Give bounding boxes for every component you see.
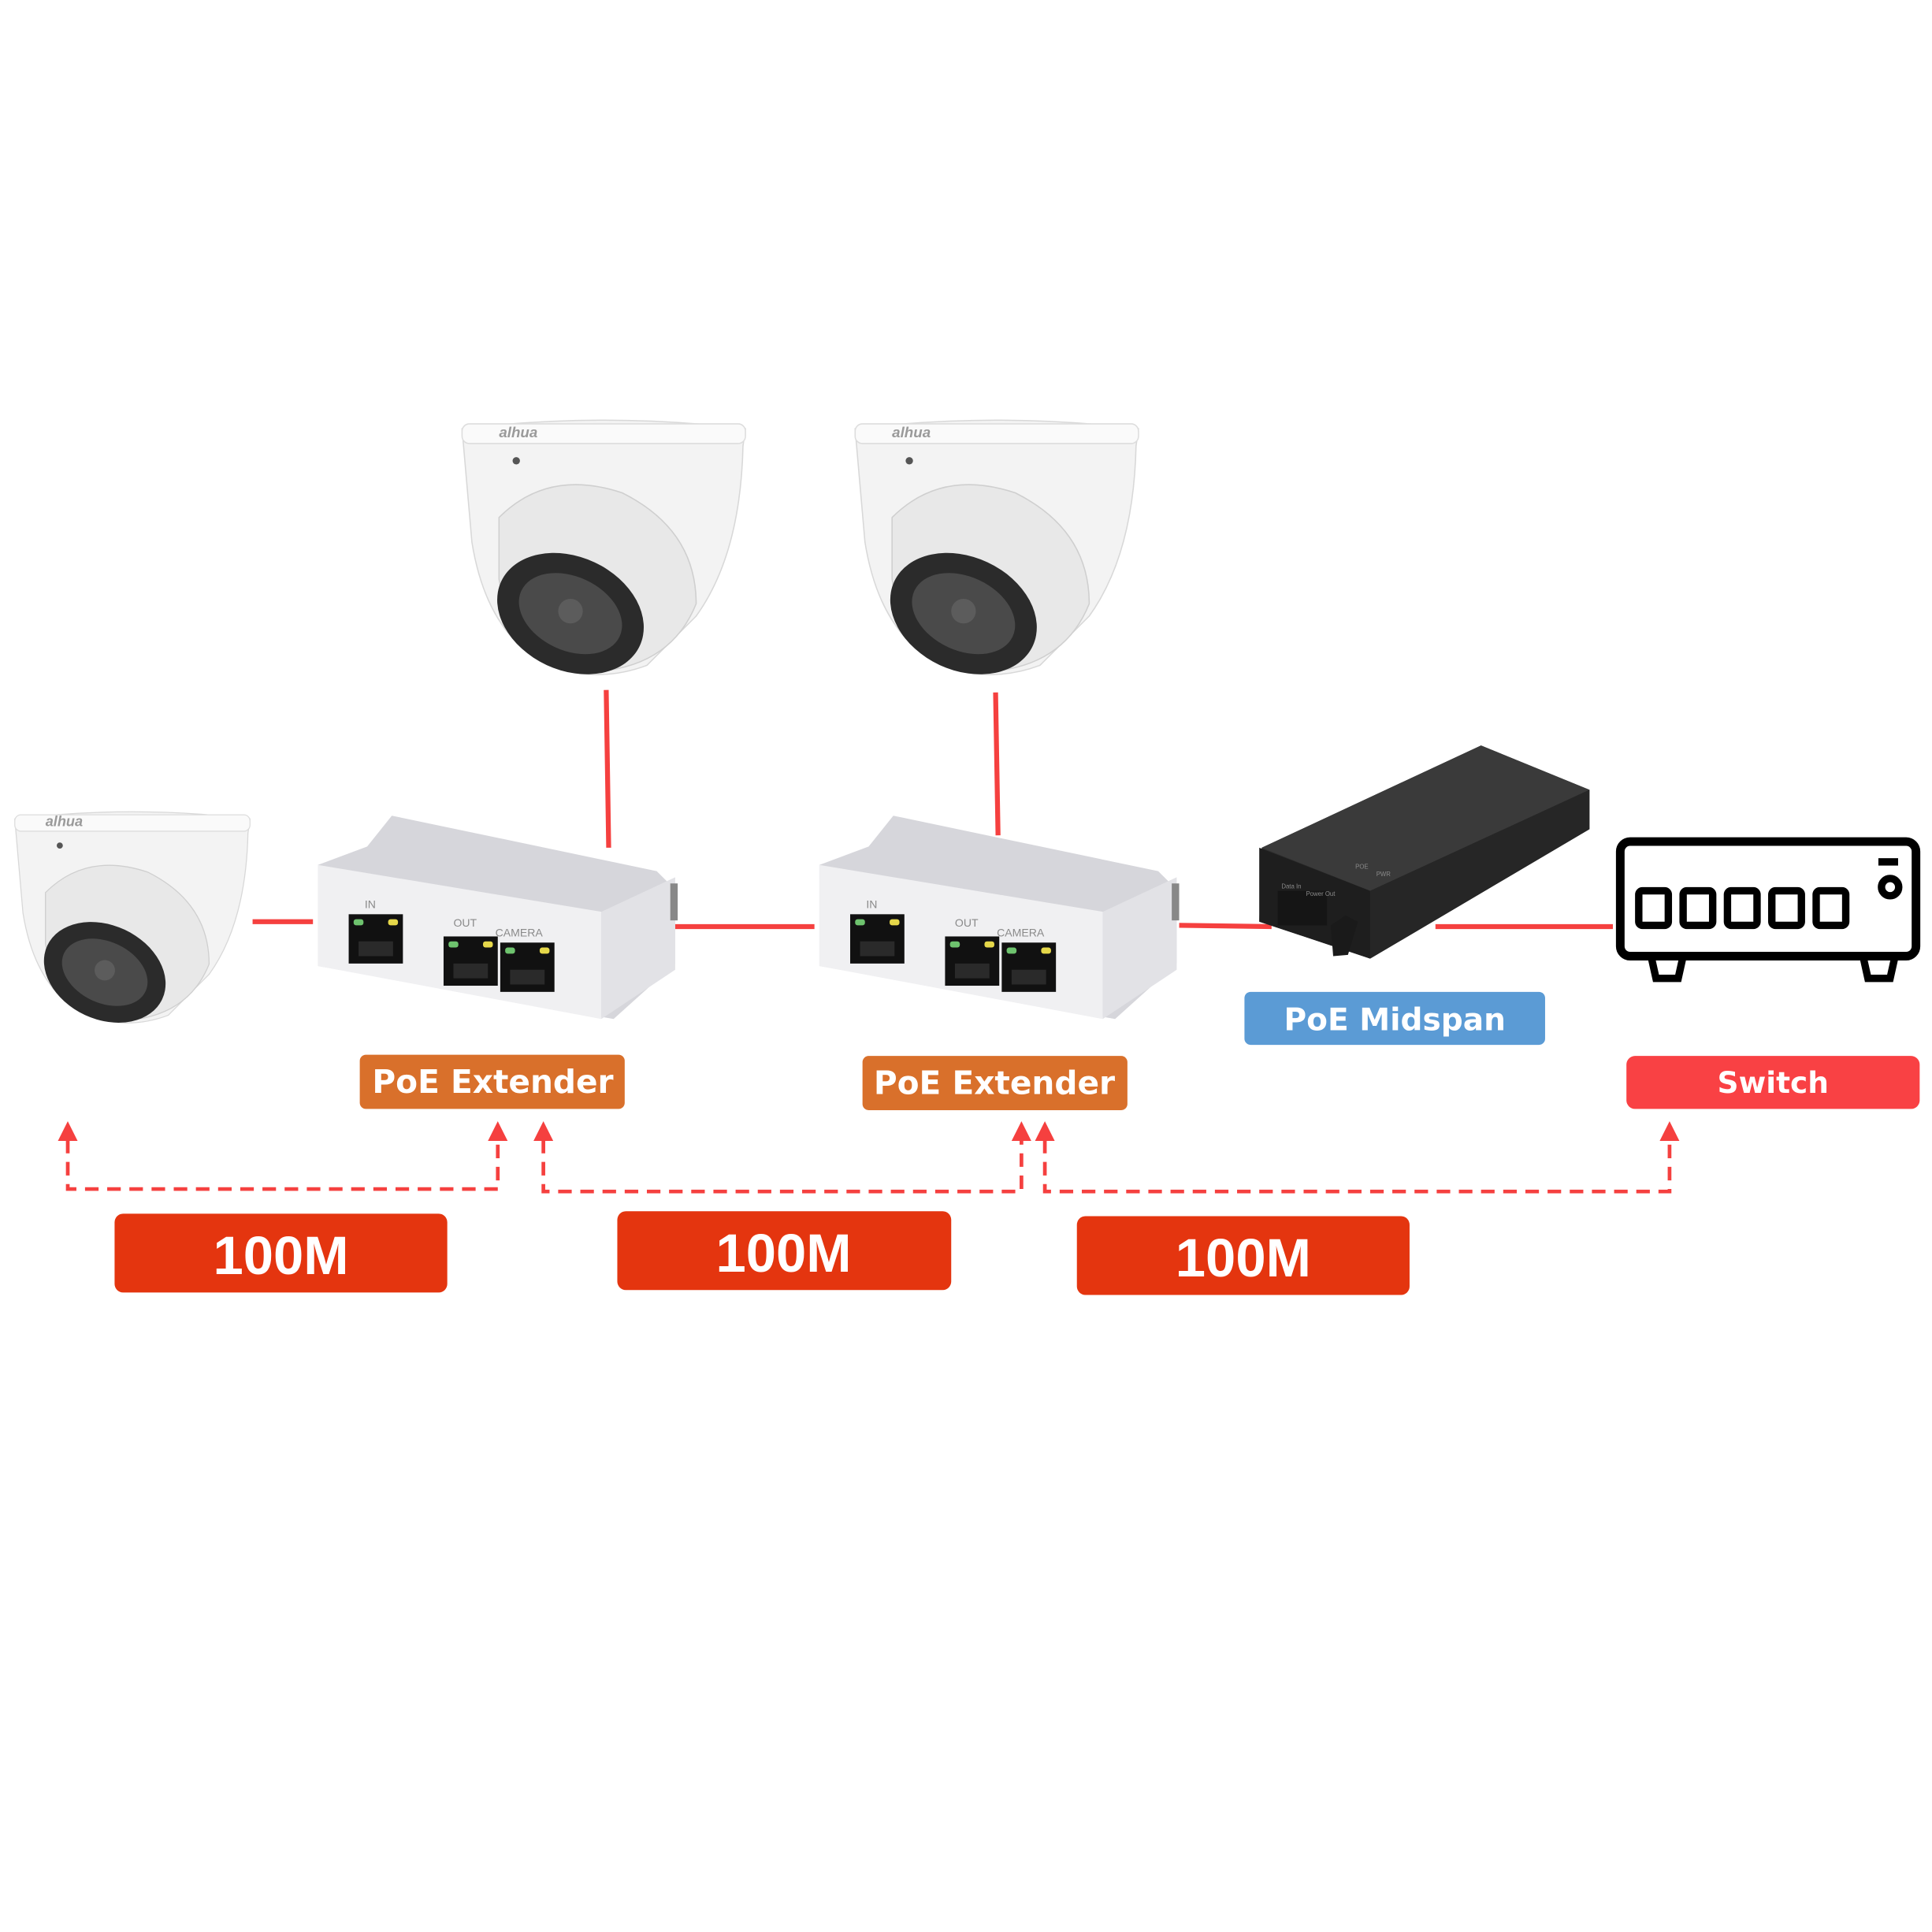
link-extender2-midspan xyxy=(1179,923,1272,930)
label-poe-midspan: PoE Midspan xyxy=(1244,991,1545,1046)
port-label-power-out: Power Out xyxy=(1306,890,1336,897)
distance-label-3: 100M xyxy=(1076,1216,1410,1295)
bracket-segment-3 xyxy=(1042,1139,1672,1194)
rj45-port-out xyxy=(945,936,1000,986)
rj45-port-camera xyxy=(500,942,555,992)
network-links xyxy=(252,689,1613,930)
switch-icon xyxy=(1615,837,1921,983)
label-text: PoE Extender xyxy=(874,1064,1115,1102)
camera-brand-logo: alhua xyxy=(46,813,83,829)
arrow-up-icon xyxy=(1035,1121,1055,1142)
poe-extender-1: IN OUT CAMERA xyxy=(318,816,678,1020)
arrow-up-icon xyxy=(1659,1121,1680,1142)
rj45-port-out xyxy=(443,936,498,986)
port-label-out: OUT xyxy=(955,916,979,929)
camera-3: alhua xyxy=(14,811,251,1042)
distance-text: 100M xyxy=(213,1225,348,1286)
label-text: Switch xyxy=(1718,1065,1829,1100)
distance-brackets xyxy=(65,1139,1672,1194)
distance-text: 100M xyxy=(1176,1228,1311,1288)
link-camera2-extender2 xyxy=(993,692,1001,836)
link-camera1-extender1 xyxy=(604,689,611,848)
distance-text: 100M xyxy=(716,1223,852,1284)
label-poe-extender-1: PoE Extender xyxy=(359,1054,625,1109)
label-poe-extender-2: PoE Extender xyxy=(862,1056,1128,1110)
led-label-poe: POE xyxy=(1355,863,1368,870)
port-label-camera: CAMERA xyxy=(997,926,1045,938)
led-label-pwr: PWR xyxy=(1377,871,1391,878)
port-label-data-in: Data In xyxy=(1281,882,1301,890)
distance-label-1: 100M xyxy=(114,1213,448,1293)
poe-midspan-device: Data In Power Out POE PWR xyxy=(1259,745,1590,959)
rj45-port-in xyxy=(348,914,403,964)
rj45-port-in xyxy=(850,914,905,964)
port-label-out: OUT xyxy=(453,916,477,929)
rj45-port-camera xyxy=(1001,942,1057,992)
bracket-segment-1 xyxy=(65,1139,500,1191)
label-text: PoE Midspan xyxy=(1284,1002,1505,1038)
distance-label-2: 100M xyxy=(617,1211,952,1291)
label-switch: Switch xyxy=(1626,1056,1920,1109)
port-label-in: IN xyxy=(365,898,376,911)
arrow-up-icon xyxy=(488,1121,508,1142)
arrow-up-icon xyxy=(58,1121,78,1142)
port-label-in: IN xyxy=(866,898,877,911)
camera-brand-logo: alhua xyxy=(499,424,537,440)
arrow-up-icon xyxy=(1011,1121,1031,1142)
arrowheads xyxy=(58,1121,1680,1142)
port-label-camera: CAMERA xyxy=(496,926,544,938)
bracket-segment-2 xyxy=(541,1139,1024,1194)
poe-extender-2: IN OUT CAMERA xyxy=(819,816,1180,1020)
label-text: PoE Extender xyxy=(372,1063,613,1101)
arrow-up-icon xyxy=(533,1121,554,1142)
camera-2: alhua xyxy=(854,419,1139,698)
camera-brand-logo: alhua xyxy=(892,424,931,440)
camera-1: alhua xyxy=(461,419,746,698)
